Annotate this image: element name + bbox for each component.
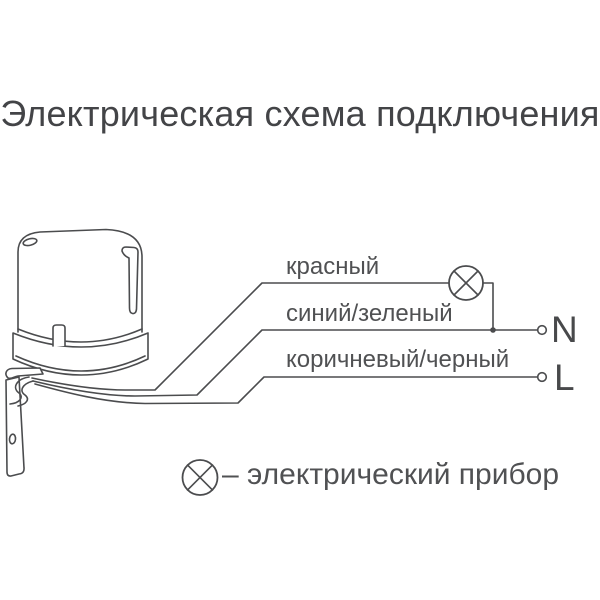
wire-blue-green	[32, 329, 539, 397]
wire-brown-black	[34, 376, 539, 405]
bracket-tab	[5, 367, 44, 380]
terminal-n-label: N	[551, 309, 578, 350]
bracket-strip	[5, 376, 25, 477]
terminal-n-circle	[536, 324, 548, 336]
device-top-slot-icon	[22, 237, 38, 247]
device-illustration	[5, 228, 149, 477]
terminal-l-label: L	[554, 357, 575, 398]
wire-label-red: красный	[286, 253, 380, 280]
junction-dot	[490, 327, 496, 333]
wire-red	[31, 282, 450, 391]
device-flange-notch	[52, 324, 66, 347]
wire-coil-decoration	[9, 376, 30, 405]
wire-label-blue-green: синий/зеленый	[286, 300, 453, 327]
legend-text: – электрический прибор	[222, 458, 560, 491]
device-flange-inner-edge	[15, 355, 146, 372]
bracket-hole	[8, 433, 17, 445]
device-body	[17, 228, 143, 333]
legend-lamp-icon	[181, 459, 219, 496]
page-title: Электрическая схема подключения	[0, 93, 600, 134]
terminal-l-circle	[536, 371, 548, 383]
lamp-symbol-icon	[448, 265, 484, 301]
lamp-to-neutral-wire	[482, 282, 494, 331]
wire-coil-decoration	[17, 380, 34, 407]
device-body-bottom-rim	[17, 328, 143, 343]
wire-label-brown-black: коричневый/черный	[286, 346, 510, 373]
device-side-groove	[121, 246, 139, 315]
